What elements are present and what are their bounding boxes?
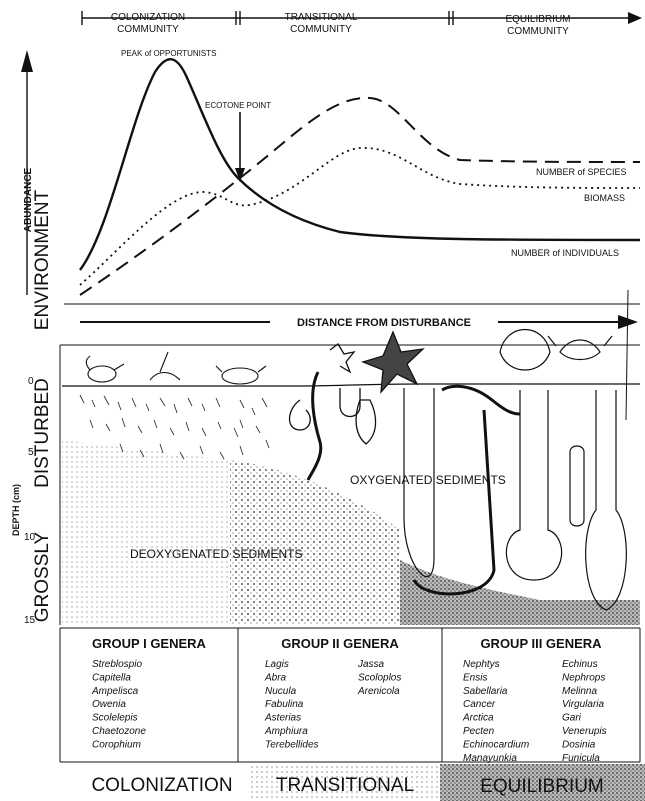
razor-shell <box>570 446 584 526</box>
environment-label: ENVIRONMENT <box>32 189 53 330</box>
individuals-curve-label: NUMBER of INDIVIDUALS <box>511 248 619 258</box>
bottom-label-transitional: TRANSITIONAL <box>276 775 414 796</box>
disturbed-label: DISTURBED <box>32 378 53 488</box>
genus-name: Terebellides <box>265 739 319 750</box>
phase-label-transitional-2: COMMUNITY <box>290 24 352 35</box>
genus-name: Corophium <box>92 739 141 750</box>
phase-timeline: COLONIZATION COMMUNITY TRANSITIONAL COMM… <box>82 11 642 37</box>
genus-name: Manayunkia <box>463 753 517 764</box>
distance-arrow: DISTANCE FROM DISTURBANCE <box>64 304 640 329</box>
genus-name: Nephrops <box>562 672 605 683</box>
depth-tick-15: 15 <box>24 615 36 626</box>
phase-label-transitional-1: TRANSITIONAL <box>285 12 358 23</box>
colonizer-organisms <box>86 352 266 384</box>
sea-pen <box>626 290 628 420</box>
peak-annotation: PEAK of OPPORTUNISTS <box>121 49 216 58</box>
genus-name: Scoloplos <box>358 672 401 683</box>
genus-name: Dosinia <box>562 739 596 750</box>
crab <box>548 336 612 360</box>
biomass-curve-label: BIOMASS <box>584 193 625 203</box>
species-curve <box>80 98 640 295</box>
genus-name: Echinocardium <box>463 739 529 750</box>
mollusc-1 <box>356 400 376 444</box>
phase-label-equilibrium-1: EQUILIBRIUM <box>505 14 570 25</box>
species-curve-label: NUMBER of SPECIES <box>536 167 627 177</box>
genus-name: Scolelepis <box>92 713 138 724</box>
deoxygenated-label: DEOXYGENATED SEDIMENTS <box>130 547 302 561</box>
genus-name: Nucula <box>265 686 297 697</box>
genus-name: Sabellaria <box>463 686 508 697</box>
depth-tick-10: 10 <box>24 532 36 543</box>
genus-name: Ensis <box>463 672 487 683</box>
genus-name: Melinna <box>562 686 597 697</box>
genus-name: Virgularia <box>562 699 604 710</box>
genus-name: Pecten <box>463 726 495 737</box>
genus-name: Nephtys <box>463 659 500 670</box>
genus-name: Echinus <box>562 659 598 670</box>
genus-name: Streblospio <box>92 659 142 670</box>
genus-name: Lagis <box>265 659 289 670</box>
genus-name: Ampelisca <box>91 686 139 697</box>
genus-name: Owenia <box>92 699 126 710</box>
phase-label-colonization-1: COLONIZATION <box>111 12 185 23</box>
genera-groups: GROUP I GENERA StreblospioCapitellaAmpeli… <box>91 636 607 764</box>
grossly-label: GROSSLY <box>32 531 53 622</box>
group-title-2: GROUP II GENERA <box>281 636 399 651</box>
genus-name: Arctica <box>462 713 494 724</box>
genus-name: Gari <box>562 713 582 724</box>
bottom-label-equilibrium: EQUILIBRIUM <box>480 776 604 797</box>
genus-name: Amphiura <box>264 726 308 737</box>
bottom-label-colonization: COLONIZATION <box>91 775 232 796</box>
distance-label: DISTANCE FROM DISTURBANCE <box>297 317 471 329</box>
bottom-band: COLONIZATION TRANSITIONAL EQUILIBRIUM <box>91 764 645 801</box>
genus-name: Arenicola <box>357 686 400 697</box>
scallop <box>500 330 550 371</box>
burrow-sac <box>506 390 561 580</box>
abundance-curves: PEAK of OPPORTUNISTS ECOTONE POINT NUMBE… <box>80 49 640 295</box>
genus-name: Asterias <box>264 713 301 724</box>
genus-name: Abra <box>264 672 287 683</box>
sea-star-large <box>363 332 423 392</box>
genus-name: Fabulina <box>265 699 304 710</box>
depth-label: DEPTH (cm) <box>11 484 21 536</box>
oxygenated-label: OXYGENATED SEDIMENTS <box>350 473 506 487</box>
phase-label-colonization-2: COMMUNITY <box>117 24 179 35</box>
worm-tube-1 <box>290 400 311 430</box>
genus-name: Jassa <box>357 659 385 670</box>
equilibrium-organisms <box>404 290 628 610</box>
depth-tick-5: 5 <box>28 447 34 458</box>
genera-table: GROUP I GENERA StreblospioCapitellaAmpeli… <box>60 628 640 764</box>
echinoderm-burrow <box>586 390 627 610</box>
worm-1 <box>308 372 321 480</box>
deep-worm <box>414 386 520 594</box>
genus-name: Venerupis <box>562 726 607 737</box>
depth-tick-0: 0 <box>28 376 34 387</box>
phase-label-equilibrium-2: COMMUNITY <box>507 26 569 37</box>
ecotone-annotation: ECOTONE POINT <box>205 101 271 110</box>
genus-name: Chaetozone <box>92 726 146 737</box>
genus-name: Cancer <box>463 699 496 710</box>
genus-name: Funicula <box>562 753 600 764</box>
sediment-profile: OXYGENATED SEDIMENTS DEOXYGENATED SEDIME… <box>62 290 640 625</box>
genus-name: Capitella <box>92 672 131 683</box>
group-title-1: GROUP I GENERA <box>92 636 207 651</box>
transitional-organisms <box>290 332 424 480</box>
sea-star-small <box>330 344 354 372</box>
group-title-3: GROUP III GENERA <box>480 636 602 651</box>
individuals-curve <box>80 59 640 270</box>
